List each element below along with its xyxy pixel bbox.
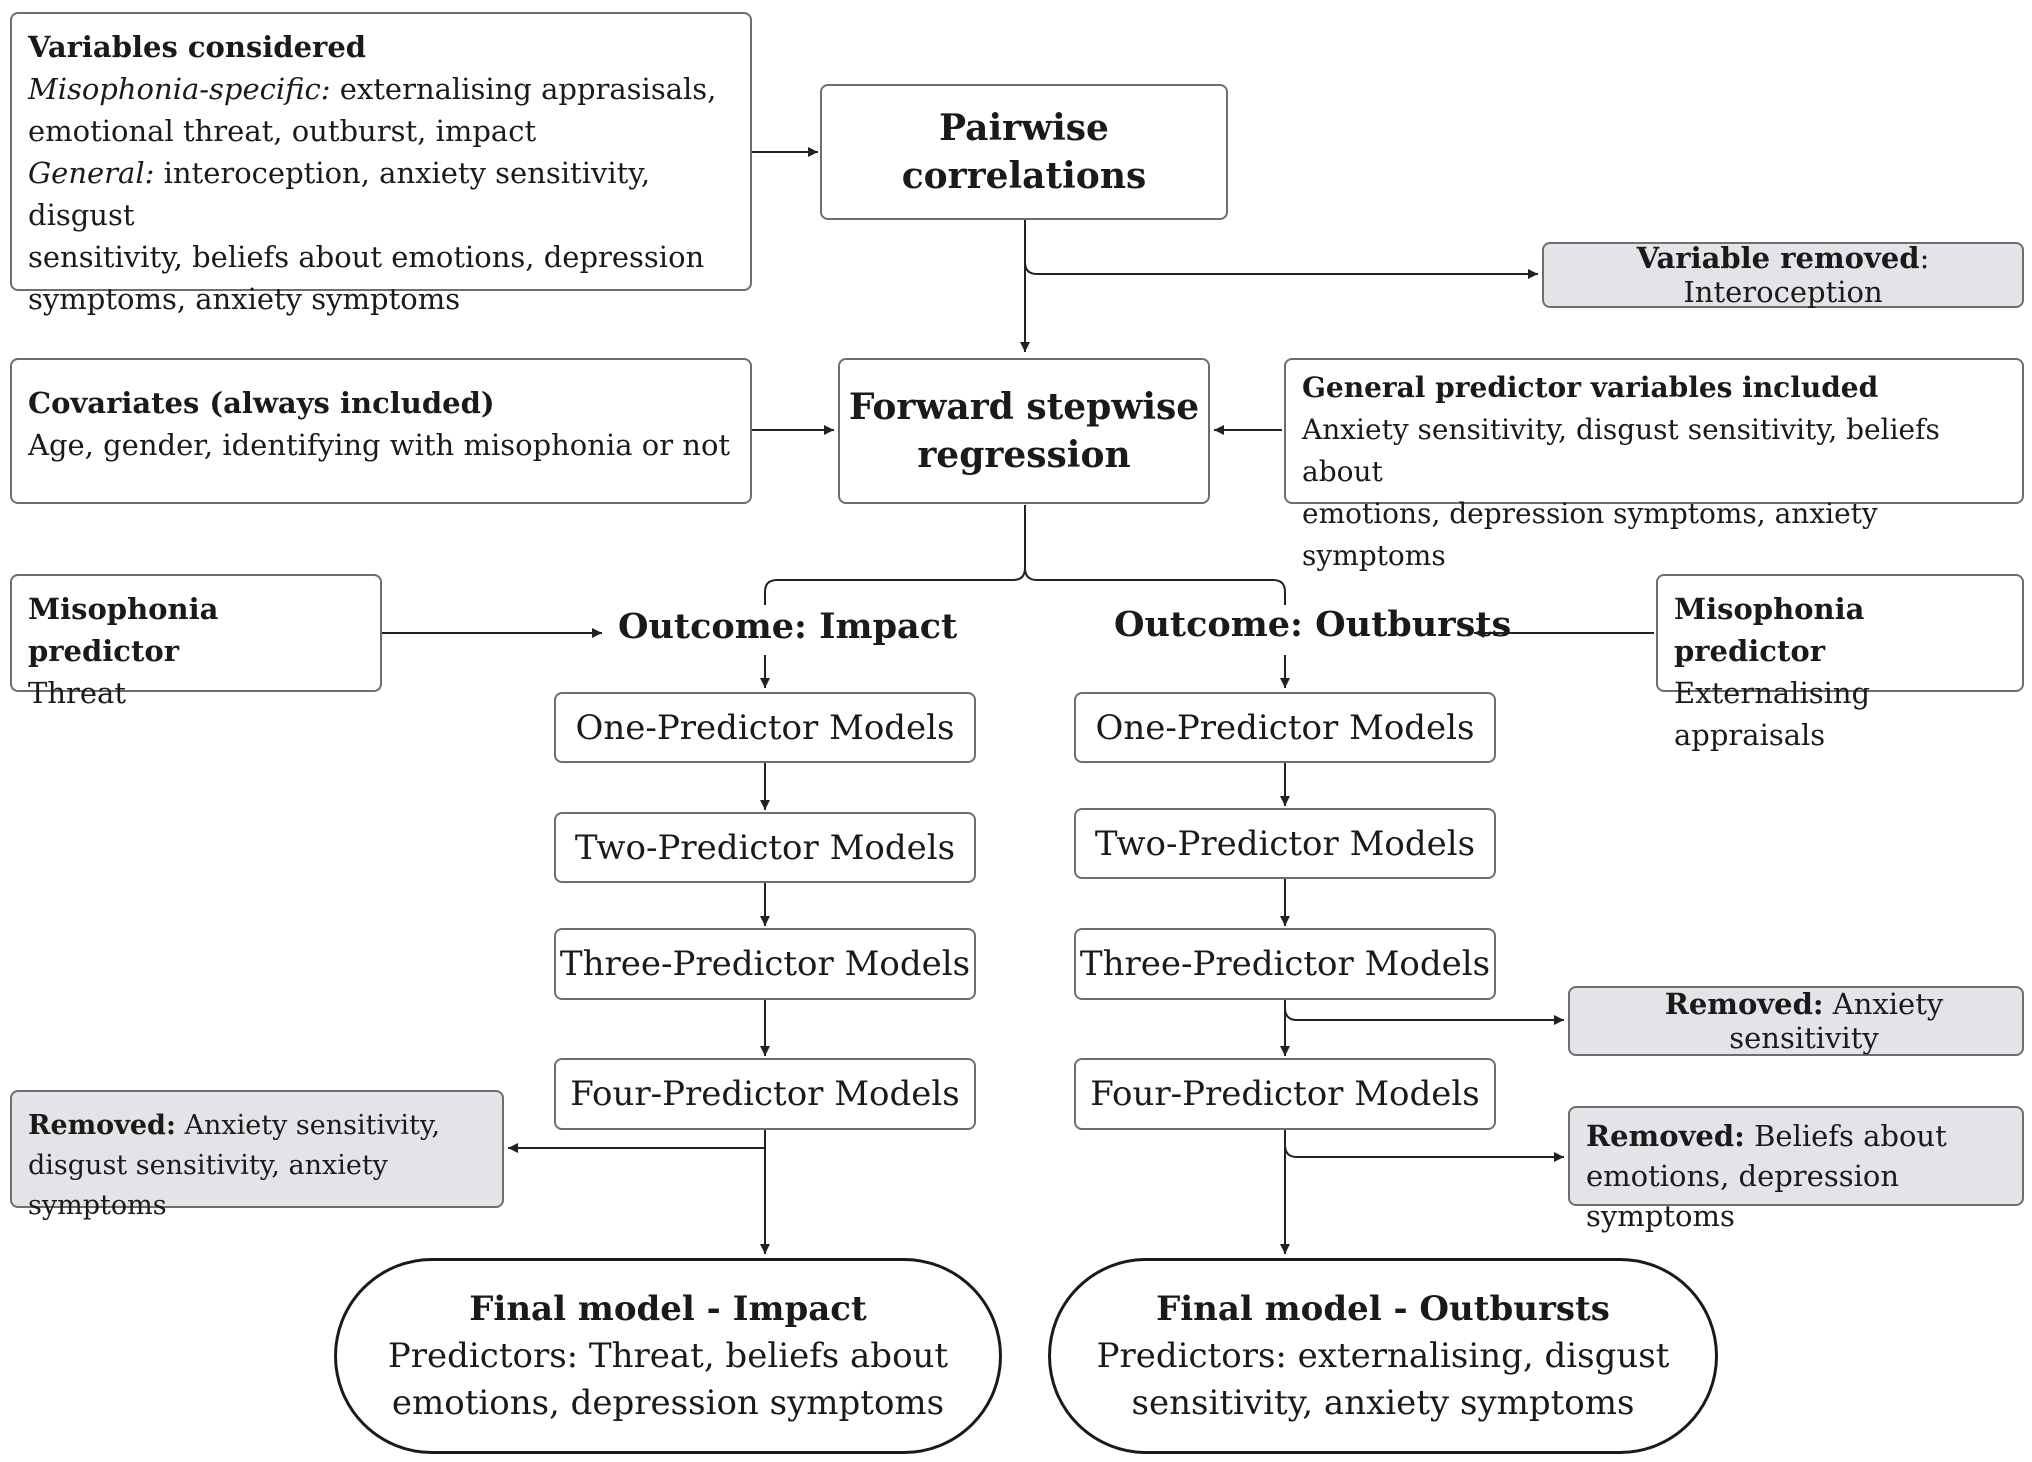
variables-line2: emotional threat, outburst, impact bbox=[28, 114, 537, 148]
outbursts-step-4: Four-Predictor Models bbox=[1074, 1058, 1496, 1130]
variables-line4: sensitivity, beliefs about emotions, dep… bbox=[28, 240, 705, 274]
general-text: interoception, anxiety sensitivity, disg… bbox=[28, 156, 651, 232]
misophonia-right-text: Externalising appraisals bbox=[1674, 676, 1871, 752]
general-predictors-line1: Anxiety sensitivity, disgust sensitivity… bbox=[1302, 413, 1940, 488]
general-predictors-line2: emotions, depression symptoms, anxiety s… bbox=[1302, 497, 1878, 572]
outbursts-step-3-label: Three-Predictor Models bbox=[1079, 944, 1491, 984]
impact-step-2: Two-Predictor Models bbox=[554, 812, 976, 883]
forward-stepwise-box: Forward stepwise regression bbox=[838, 358, 1210, 504]
covariates-box: Covariates (always included) Age, gender… bbox=[10, 358, 752, 504]
arrow-to-removed-right2 bbox=[1284, 1144, 1564, 1162]
misophonia-right-title: Misophonia predictor bbox=[1674, 592, 1865, 668]
removed-right2-line2: emotions, depression symptoms bbox=[1586, 1159, 1899, 1233]
final-impact-line2: emotions, depression symptoms bbox=[391, 1382, 945, 1423]
final-model-impact: Final model - Impact Predictors: Threat,… bbox=[334, 1258, 1002, 1454]
misophonia-predictor-left-box: Misophonia predictor Threat bbox=[10, 574, 382, 710]
misophonia-left-title: Misophonia predictor bbox=[28, 592, 219, 668]
removed-right2-line1: Beliefs about bbox=[1744, 1119, 1947, 1153]
variable-removed-box: Variable removed: Interoception bbox=[1542, 241, 2024, 309]
removed-left-line1: Anxiety sensitivity, bbox=[175, 1110, 441, 1141]
misophonia-specific-text: externalising apprasisals, bbox=[330, 72, 717, 106]
covariates-title: Covariates (always included) bbox=[28, 386, 495, 420]
removed-right1-label: Removed: bbox=[1664, 987, 1824, 1021]
pairwise-label: Pairwise correlations bbox=[901, 107, 1147, 197]
final-outbursts-line1: Predictors: externalising, disgust bbox=[1096, 1335, 1670, 1376]
outbursts-step-4-label: Four-Predictor Models bbox=[1090, 1074, 1480, 1114]
misophonia-specific-label: Misophonia-specific: bbox=[28, 72, 331, 106]
outcome-outbursts-label: Outcome: Outbursts bbox=[1114, 604, 1512, 645]
removed-right2-box: Removed: Beliefs about emotions, depress… bbox=[1568, 1106, 2024, 1233]
variable-removed-label: Variable removed bbox=[1636, 241, 1920, 275]
misophonia-left-text: Threat bbox=[28, 676, 126, 710]
forward-line2: regression bbox=[917, 434, 1131, 476]
outbursts-step-2-label: Two-Predictor Models bbox=[1094, 823, 1476, 864]
removed-left-box: Removed: Anxiety sensitivity, disgust se… bbox=[10, 1090, 504, 1221]
impact-step-3: Three-Predictor Models bbox=[554, 928, 976, 1000]
final-impact-title: Final model - Impact bbox=[469, 1288, 867, 1329]
general-predictors-box: General predictor variables included Anx… bbox=[1284, 358, 2024, 572]
final-model-outbursts: Final model - Outbursts Predictors: exte… bbox=[1048, 1258, 1718, 1454]
outbursts-step-1-label: One-Predictor Models bbox=[1095, 707, 1475, 748]
covariates-text: Age, gender, identifying with misophonia… bbox=[28, 428, 731, 462]
impact-step-2-label: Two-Predictor Models bbox=[574, 827, 956, 868]
removed-left-line2: disgust sensitivity, anxiety symptoms bbox=[28, 1150, 388, 1221]
final-outbursts-line2: sensitivity, anxiety symptoms bbox=[1131, 1382, 1635, 1423]
misophonia-predictor-right-box: Misophonia predictor Externalising appra… bbox=[1656, 574, 2024, 752]
general-predictors-title: General predictor variables included bbox=[1302, 371, 1879, 404]
split-line bbox=[764, 505, 1286, 605]
removed-right2-label: Removed: bbox=[1586, 1119, 1745, 1153]
outbursts-step-1: One-Predictor Models bbox=[1074, 692, 1496, 763]
forward-line1: Forward stepwise bbox=[848, 386, 1200, 428]
removed-left-label: Removed: bbox=[28, 1110, 176, 1141]
final-impact-line1: Predictors: Threat, beliefs about bbox=[387, 1335, 949, 1376]
arrow-to-variable-removed bbox=[1024, 261, 1538, 279]
outbursts-step-2: Two-Predictor Models bbox=[1074, 808, 1496, 879]
final-outbursts-title: Final model - Outbursts bbox=[1156, 1288, 1610, 1329]
impact-step-1: One-Predictor Models bbox=[554, 692, 976, 763]
general-label: General: bbox=[28, 156, 155, 190]
impact-step-1-label: One-Predictor Models bbox=[575, 707, 955, 748]
removed-right1-box: Removed: Anxiety sensitivity bbox=[1568, 986, 2024, 1056]
variables-title: Variables considered bbox=[28, 30, 367, 64]
variables-considered-box: Variables considered Misophonia-specific… bbox=[10, 12, 752, 316]
pairwise-correlations-box: Pairwise correlations bbox=[820, 84, 1228, 220]
impact-step-4: Four-Predictor Models bbox=[554, 1058, 976, 1130]
arrow-to-removed-right1 bbox=[1284, 1007, 1564, 1025]
impact-step-4-label: Four-Predictor Models bbox=[570, 1074, 960, 1114]
removed-right1-text: Anxiety sensitivity bbox=[1729, 987, 1944, 1055]
variables-line5: symptoms, anxiety symptoms bbox=[28, 282, 461, 316]
outbursts-step-3: Three-Predictor Models bbox=[1074, 928, 1496, 1000]
impact-step-3-label: Three-Predictor Models bbox=[559, 944, 971, 984]
outcome-impact-label: Outcome: Impact bbox=[618, 606, 958, 647]
variable-removed-text: : Interoception bbox=[1683, 241, 1930, 309]
